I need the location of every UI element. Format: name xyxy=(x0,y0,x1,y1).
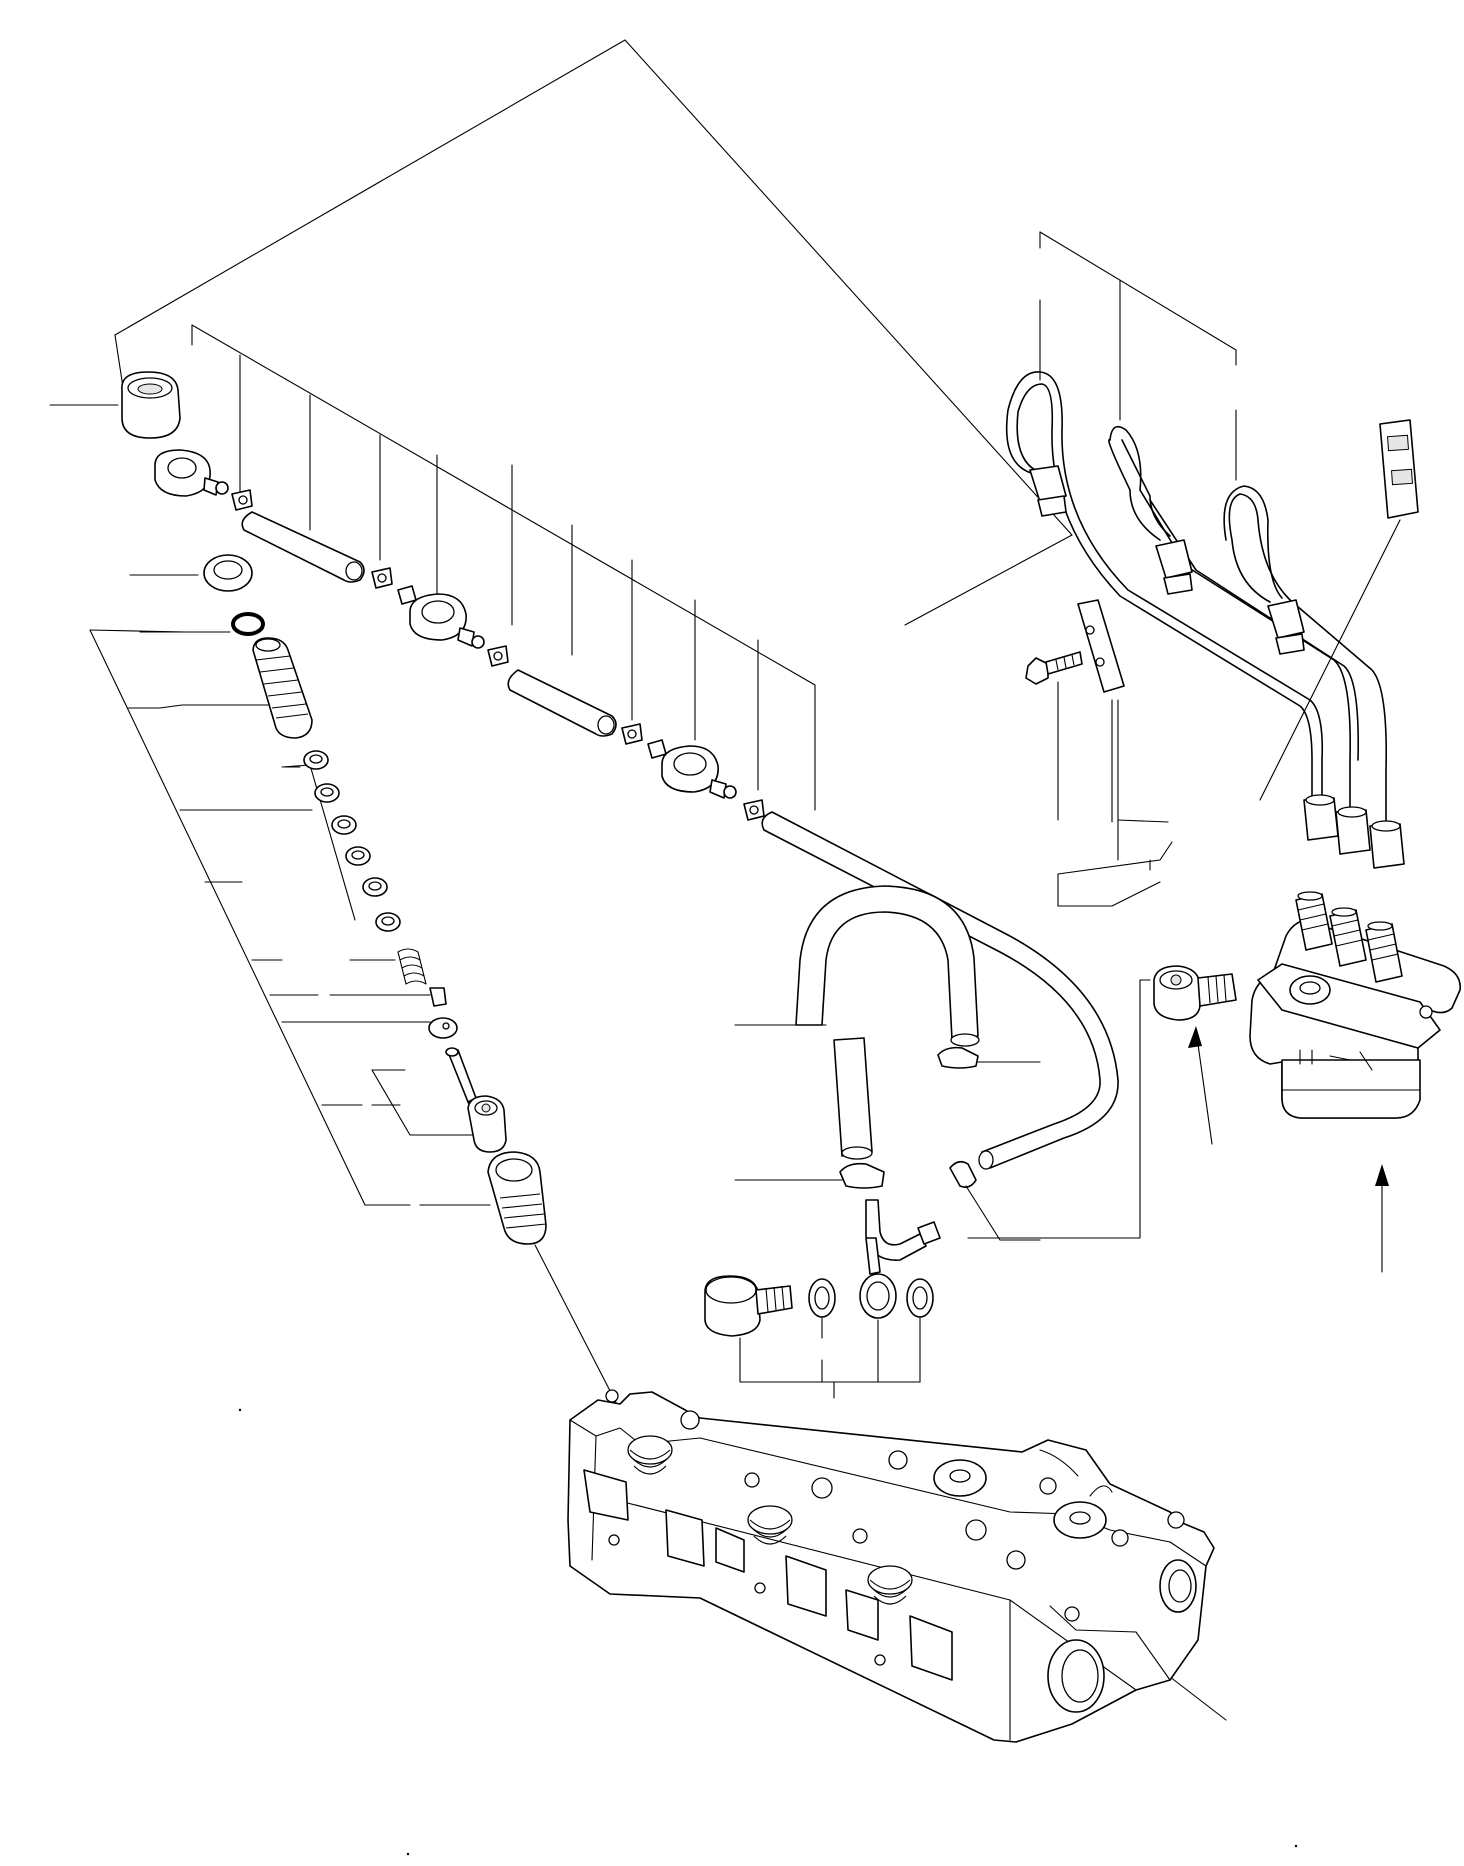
clip-2 xyxy=(371,567,393,589)
short-hose xyxy=(833,1037,873,1160)
pipe-group-bracket xyxy=(1057,681,1173,907)
o-ring xyxy=(231,612,265,636)
leader-clamp-plate xyxy=(1259,519,1401,801)
banjo-fitting-3 xyxy=(661,745,737,799)
hose-clip-return xyxy=(949,1160,977,1188)
clip-5 xyxy=(743,799,765,821)
leak-off-hose-1 xyxy=(241,511,365,583)
leader-pump-bolt xyxy=(967,979,1151,1239)
clip-1 xyxy=(231,489,253,511)
injection-pump xyxy=(1249,891,1461,1119)
scan-specks xyxy=(238,1408,1298,1856)
pipe-bracket xyxy=(1039,231,1237,481)
cap-nut xyxy=(121,371,181,439)
gasket-ring xyxy=(203,554,253,592)
u-hose xyxy=(795,885,980,1047)
clip-4 xyxy=(621,723,643,745)
clamp-block xyxy=(1077,599,1125,693)
banjo-fitting-2 xyxy=(409,593,485,649)
arrow-pump-bolt xyxy=(1188,1026,1213,1145)
small-nut-2 xyxy=(647,739,667,759)
arrow-pump xyxy=(1375,1164,1389,1273)
hose-clip-u xyxy=(937,1046,979,1069)
nozzle-body xyxy=(467,1095,507,1153)
nozzle-spring xyxy=(397,948,427,985)
small-nut-1 xyxy=(397,585,417,605)
pump-banjo-bolt xyxy=(1153,965,1237,1021)
leader-return-clip xyxy=(965,1185,1041,1241)
adjusting-pin xyxy=(428,1017,458,1039)
nozzle-holder xyxy=(252,637,313,739)
banjo-fitting xyxy=(154,449,229,497)
gasket-2 xyxy=(906,1278,934,1318)
nozzle-shims xyxy=(303,750,401,932)
clip-3 xyxy=(487,645,509,667)
injection-pipes xyxy=(1005,371,1388,823)
return-pipe xyxy=(761,811,1119,1170)
elbow-pipe xyxy=(865,1199,941,1275)
leak-off-hose-2 xyxy=(507,669,617,737)
spring-seat xyxy=(429,987,447,1007)
banjo-bolt xyxy=(704,1275,793,1337)
upper-group-bracket xyxy=(114,39,1073,811)
pipe-clamp-plate xyxy=(1379,419,1419,519)
hose-clip-lower xyxy=(839,1162,885,1189)
gasket-1 xyxy=(808,1278,836,1318)
lower-bracket xyxy=(739,1317,921,1399)
retaining-nut xyxy=(487,1151,547,1245)
clamp-bolt xyxy=(1025,651,1083,685)
banjo-eye xyxy=(859,1273,897,1319)
pipe-nuts-lower xyxy=(1303,794,1405,869)
cylinder-head xyxy=(567,1389,1215,1743)
